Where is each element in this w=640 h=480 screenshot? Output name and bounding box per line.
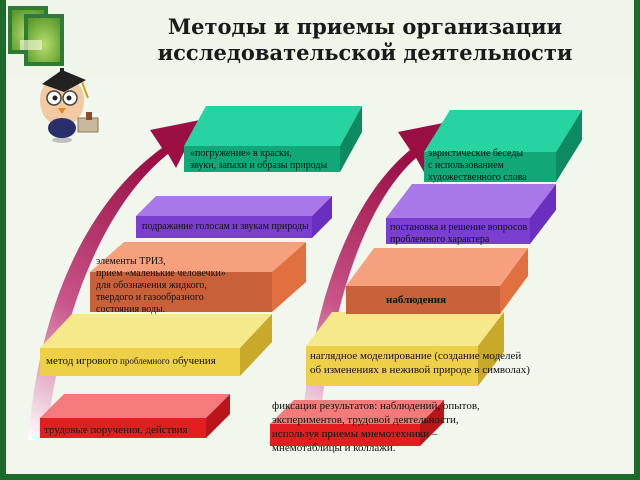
right-step5-line3: художественного слова (428, 172, 527, 183)
right-step5-line2: с использованием (428, 160, 504, 171)
left-step3-line2: прием «маленькие человечки» (96, 268, 226, 279)
right-staircase (270, 110, 582, 446)
left-step2-part2: проблемного (117, 356, 170, 366)
right-step1-line4: мнемотаблицы и коллажи. (272, 442, 396, 454)
page-title-line1: Методы и приемы организации (167, 14, 563, 39)
left-step3-line1: элементы ТРИЗ, (96, 256, 166, 267)
left-step3-line3: для обозначения жидкого, (96, 280, 207, 291)
left-step4-label: подражание голосам и звукам природы (142, 221, 309, 232)
page-title-line2: исследовательской деятельности (157, 40, 573, 65)
left-step5-line1: «погружение» в краски, (190, 148, 292, 159)
left-arrow (28, 120, 200, 440)
left-staircase (40, 106, 362, 438)
left-step2-part1: метод игрового (46, 355, 118, 367)
right-step5-line1: эвристические беседы (428, 148, 524, 159)
right-step1-line1: фиксация результатов: наблюдений, опытов… (272, 400, 480, 412)
right-step4-line2: проблемного характера (390, 234, 490, 245)
left-step3-line5: состояния воды. (96, 304, 166, 315)
right-step1-line2: экспериментов, трудовой деятельности, (272, 414, 459, 426)
frame-bottom (0, 474, 640, 480)
right-step3-label: наблюдения (386, 294, 447, 306)
left-step5-line2: звуки, запахи и образы природы (190, 160, 328, 171)
left-step3-line4: твердого и газообразного (96, 292, 204, 303)
owl-teacher-icon (40, 68, 99, 143)
left-step1-label: трудовые поручения, действия (44, 424, 188, 436)
frame-right (634, 0, 640, 480)
nature-thumbnail-icon (8, 6, 64, 66)
right-step4-line1: постановка и решение вопросов (390, 222, 528, 233)
left-step2-part3: обучения (169, 355, 216, 367)
right-step1-line3: используя приемы мнемотехники – (272, 428, 438, 440)
left-step2-label: метод игрового проблемного обучения (46, 355, 216, 368)
frame-left (0, 0, 6, 480)
right-step2-line1: наглядное моделирование (создание моделе… (310, 350, 522, 362)
right-step2-line2: об изменениях в неживой природе в символ… (310, 364, 530, 376)
